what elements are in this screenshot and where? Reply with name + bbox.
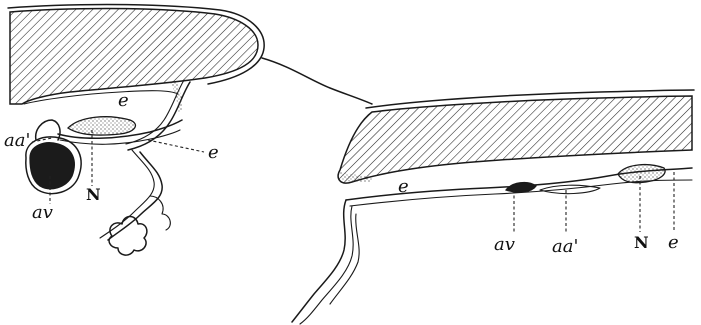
label-right-e: e — [398, 176, 409, 197]
label-left-e-top: e — [118, 90, 129, 111]
leader-left-e-right — [148, 140, 204, 152]
right-artery-vein — [506, 183, 536, 193]
left-duct-wall — [128, 82, 190, 150]
label-right-N: N — [634, 233, 649, 252]
left-dotted-wall — [170, 80, 183, 112]
right-section — [292, 90, 694, 324]
right-nerve-ganglion — [618, 165, 665, 183]
connector-line — [262, 58, 372, 104]
label-right-aa-prime: aa' — [552, 236, 578, 257]
label-right-e-end: e — [668, 232, 679, 253]
label-right-av: av — [494, 234, 515, 255]
left-nerve-ganglion — [68, 117, 135, 135]
left-hatched-mass — [10, 9, 258, 105]
right-aa-vessel — [540, 185, 600, 193]
label-left-N: N — [86, 185, 101, 204]
left-descending-tube-inner — [100, 150, 154, 238]
label-left-e-right: e — [208, 142, 219, 163]
left-artery-vein — [30, 143, 74, 189]
left-lower-duct — [150, 196, 170, 230]
label-left-av: av — [32, 202, 53, 223]
right-descending-tube-inner — [300, 206, 353, 324]
label-left-aa-prime: aa' — [4, 130, 30, 151]
